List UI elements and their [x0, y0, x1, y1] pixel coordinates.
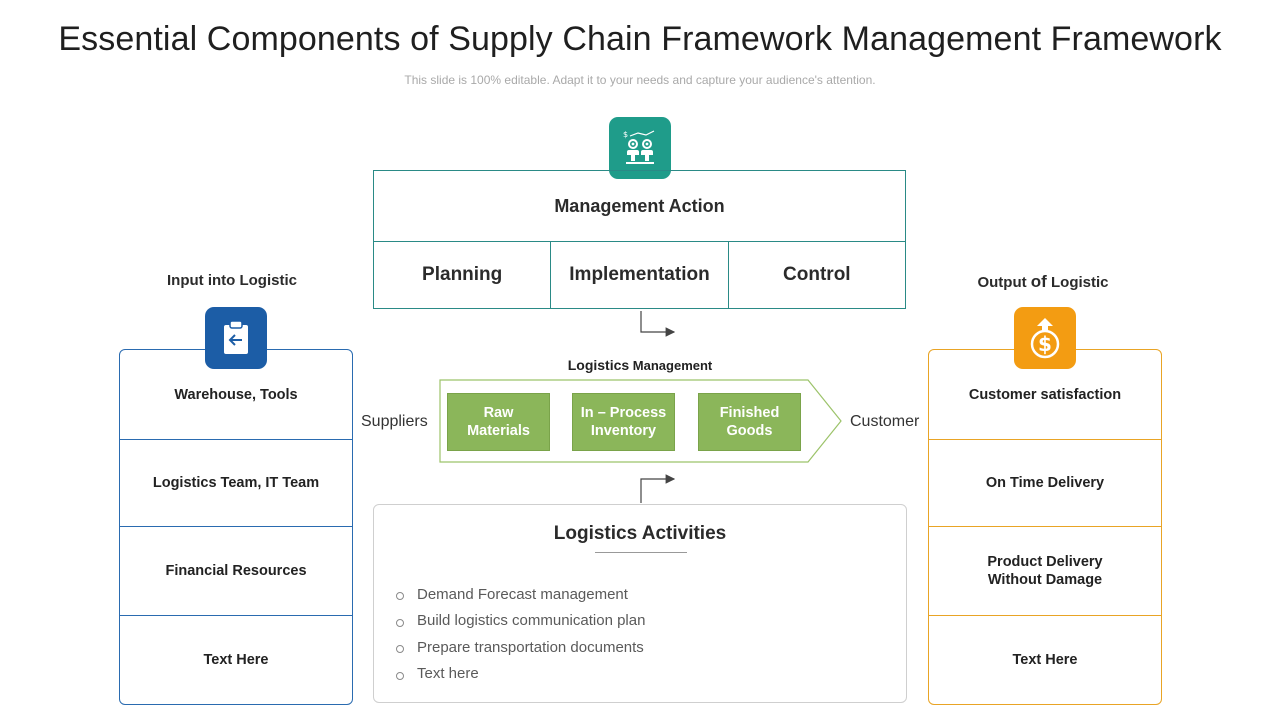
output-box: Customer satisfaction On Time Delivery P…: [928, 349, 1162, 705]
list-item: Text here: [396, 661, 645, 688]
input-heading: Input into Logistic: [167, 272, 297, 289]
output-item: Text Here: [1012, 652, 1078, 668]
output-item: Product Delivery Without Damage: [987, 554, 1103, 588]
logistics-management-title-bold: Logistics: [567, 357, 630, 373]
svg-text:$: $: [623, 130, 628, 139]
logistics-management-title-rest: Management: [629, 358, 713, 373]
slide-title: Essential Components of Supply Chain Fra…: [58, 20, 1222, 58]
stage-in-process-inventory: In – Process Inventory: [572, 393, 675, 451]
stage-raw-materials: Raw Materials: [447, 393, 550, 451]
management-gears-icon: $: [609, 117, 671, 179]
svg-text:$: $: [1038, 332, 1052, 356]
output-heading-suffix: Logistic: [1046, 274, 1109, 291]
activity-text: Prepare transportation documents: [417, 638, 644, 656]
logistics-activities-heading: Logistics Activities: [553, 523, 727, 544]
suppliers-label: Suppliers: [361, 413, 428, 430]
input-item: Text Here: [203, 652, 269, 668]
activity-text: Demand Forecast management: [417, 585, 628, 603]
output-heading: Output of Logistic: [923, 272, 1163, 292]
bullet-icon: [396, 671, 404, 680]
management-action-box: Management Action Planning Implementatio…: [373, 170, 906, 309]
list-item: Demand Forecast management: [396, 581, 645, 608]
bullet-icon: [396, 618, 404, 627]
activity-text: Text here: [417, 665, 479, 683]
output-item: Customer satisfaction: [968, 386, 1122, 403]
list-item: Build logistics communication plan: [396, 608, 645, 635]
output-item: On Time Delivery: [985, 475, 1105, 491]
management-cell-implementation: Implementation: [550, 241, 727, 309]
bullet-icon: [396, 645, 404, 654]
stage-finished-goods: Finished Goods: [698, 393, 801, 451]
activity-text: Build logistics communication plan: [417, 612, 646, 630]
list-item: Prepare transportation documents: [396, 634, 645, 661]
arrow-management-to-flow: [640, 311, 676, 337]
slide-subtitle: This slide is 100% editable. Adapt it to…: [404, 73, 876, 87]
bullet-icon: [396, 592, 404, 601]
management-cell-planning: Planning: [422, 264, 503, 285]
output-heading-prefix: Output: [977, 274, 1031, 291]
logistics-activities-box: Logistics Activities Demand Forecast man…: [373, 504, 907, 703]
clipboard-icon: [205, 307, 267, 369]
activities-list: Demand Forecast management Build logisti…: [396, 581, 645, 687]
output-heading-of: of: [1030, 272, 1047, 291]
input-item: Financial Resources: [165, 563, 307, 579]
management-action-heading: Management Action: [374, 171, 905, 242]
management-cell-control: Control: [727, 241, 905, 309]
logistics-management-title: Logistics Management: [440, 357, 840, 373]
customer-label: Customer: [850, 413, 920, 430]
arrow-activities-to-flow: [640, 474, 676, 503]
heading-underline: [595, 552, 687, 553]
input-item: Warehouse, Tools: [174, 386, 298, 403]
dollar-growth-icon: $: [1014, 307, 1076, 369]
input-item: Logistics Team, IT Team: [152, 475, 320, 491]
input-box: Warehouse, Tools Logistics Team, IT Team…: [119, 349, 353, 705]
